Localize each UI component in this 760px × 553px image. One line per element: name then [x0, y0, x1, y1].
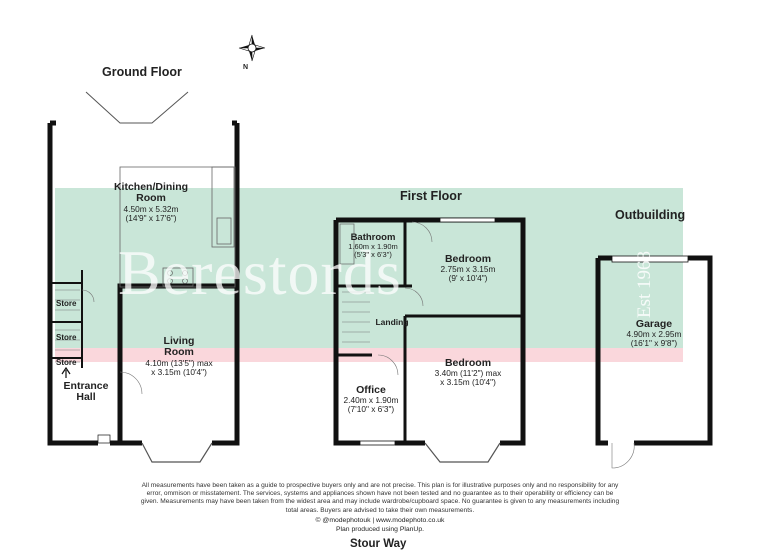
room-imperial: x 3.15m (10'4"): [151, 366, 207, 377]
bath: [339, 223, 355, 265]
outbuilding-heading: Outbuilding: [615, 208, 686, 222]
room-name: Office: [356, 384, 386, 396]
store-partitions: [50, 270, 83, 368]
room-name: Bedroom: [444, 357, 492, 369]
ground-floor-heading: Ground Floor: [102, 65, 182, 79]
room-living: Living Room 4.10m (13'5") max x 3.15m (1…: [128, 335, 230, 377]
room-name: Living: [163, 335, 195, 347]
room-metric: 4.10m (13'5") max: [145, 357, 213, 368]
bedroom-bay-window: [424, 442, 501, 463]
room-metric: 4.50m x 5.32m: [123, 203, 179, 214]
living-bay-window: [141, 442, 213, 463]
room-imperial: (16'1" x 9'8"): [630, 338, 678, 349]
garage-walls: [595, 255, 713, 446]
room-kitchen-dining: Kitchen/Dining Room 4.50m x 5.32m (14'9"…: [95, 181, 207, 223]
hob: [162, 267, 194, 287]
room-office: Office 2.40m x 1.90m (7'10" x 6'3"): [340, 384, 402, 415]
room-name-line2: Room: [164, 346, 194, 359]
watermark-band: [55, 188, 683, 348]
first-floor-heading: First Floor: [400, 189, 462, 203]
kitchen-worktop: [211, 166, 235, 248]
room-metric: 4.90m x 2.95m: [626, 329, 682, 340]
room-bedroom-2: Bedroom 3.40m (11'2") max x 3.15m (10'4"…: [420, 357, 516, 388]
room-garage: Garage 4.90m x 2.95m (16'1" x 9'8"): [616, 318, 692, 349]
door-swing-bedroom: [411, 221, 433, 243]
landing-stairs: [342, 291, 370, 343]
first-floor-partitions: [336, 220, 523, 443]
door-swing-store: [81, 289, 95, 303]
room-name: Entrance: [63, 380, 109, 392]
room-bathroom: Bathroom 1.60m x 1.90m (5'3" x 6'3"): [344, 232, 402, 260]
room-imperial: x 3.15m (10'4"): [440, 377, 496, 388]
entrance-mat: [97, 434, 111, 444]
room-metric: 3.40m (11'2") max: [434, 368, 502, 379]
door-swing-living: [119, 371, 143, 395]
compass-icon: [238, 34, 266, 62]
bifold-doors: [85, 91, 189, 124]
entrance-arrow: [61, 366, 71, 378]
room-landing: Landing: [370, 317, 414, 327]
window-office: [359, 440, 396, 446]
door-swing-landing: [404, 287, 424, 307]
credit-line-2: Plan produced using PlanUp.: [335, 525, 425, 533]
disclaimer-text: All measurements have been taken as a gu…: [140, 482, 620, 514]
compass-label: N: [243, 64, 249, 71]
street-name: Stour Way: [350, 538, 407, 550]
room-name: Bathroom: [350, 232, 396, 243]
store-label-3: Store: [56, 358, 77, 367]
door-swing-office: [377, 354, 399, 376]
stairs: [55, 289, 80, 363]
kitchen-counter: [119, 166, 236, 288]
kitchen-sink: [216, 217, 232, 245]
ground-floor-walls: [47, 123, 240, 446]
credit-block: © @modephotouk | www.modephoto.co.uk Pla…: [270, 517, 490, 535]
watermark-est: Est 1968: [634, 250, 655, 318]
store-label-2: Store: [56, 333, 77, 342]
watermark-text: Berestords: [118, 237, 402, 308]
window-bedroom1: [439, 217, 496, 223]
credit-line-1: © @modephotouk | www.modephoto.co.uk: [315, 517, 445, 524]
room-imperial: (7'10" x 6'3"): [347, 404, 395, 415]
door-swing-garage: [611, 442, 635, 469]
room-imperial: (9' x 10'4"): [448, 273, 488, 284]
room-metric: 2.40m x 1.90m: [343, 395, 399, 406]
room-name: Garage: [635, 318, 673, 330]
room-name-line2: Room: [136, 192, 166, 205]
first-floor-walls: [333, 217, 526, 446]
room-name: Landing: [375, 317, 409, 327]
garage-door: [611, 255, 689, 263]
room-imperial: (5'3" x 6'3"): [354, 250, 392, 260]
room-name-line2: Hall: [76, 391, 96, 404]
room-metric: 1.60m x 1.90m: [348, 242, 398, 252]
room-name: Kitchen/Dining: [113, 181, 189, 193]
room-imperial: (14'9" x 17'6"): [125, 212, 177, 223]
room-metric: 2.75m x 3.15m: [440, 264, 496, 275]
store-label-1: Store: [56, 299, 77, 308]
room-bedroom-1: Bedroom 2.75m x 3.15m (9' x 10'4"): [428, 253, 508, 284]
room-name: Bedroom: [444, 253, 492, 265]
room-entrance-hall: Entrance Hall: [56, 380, 116, 404]
